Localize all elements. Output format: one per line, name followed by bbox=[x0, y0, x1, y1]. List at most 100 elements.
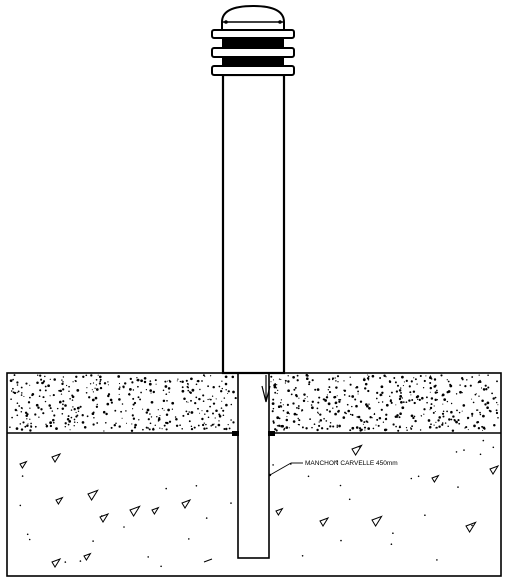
concrete-speck bbox=[305, 377, 309, 381]
concrete-speck bbox=[30, 424, 32, 426]
concrete-speck bbox=[419, 374, 422, 378]
concrete-speck bbox=[223, 428, 226, 430]
concrete-speck bbox=[311, 379, 314, 382]
concrete-speck bbox=[393, 377, 396, 379]
soil-grain bbox=[482, 439, 485, 442]
concrete-speck bbox=[277, 405, 281, 409]
concrete-speck bbox=[452, 415, 455, 418]
concrete-speck bbox=[44, 400, 47, 403]
concrete-speck bbox=[9, 379, 13, 383]
concrete-speck bbox=[385, 428, 388, 431]
concrete-speck bbox=[332, 407, 334, 409]
concrete-speck bbox=[364, 382, 368, 386]
concrete-speck bbox=[44, 389, 47, 392]
concrete-speck bbox=[271, 410, 274, 413]
concrete-speck bbox=[354, 398, 357, 401]
concrete-speck bbox=[218, 385, 221, 388]
concrete-speck bbox=[212, 412, 214, 415]
concrete-speck bbox=[274, 428, 277, 431]
concrete-speck bbox=[351, 395, 355, 398]
concrete-speck bbox=[436, 391, 439, 394]
bollard-shaft bbox=[221, 73, 286, 375]
concrete-speck bbox=[478, 395, 480, 397]
concrete-speck bbox=[165, 428, 168, 431]
concrete-speck bbox=[280, 405, 282, 407]
concrete-speck bbox=[109, 398, 113, 402]
concrete-speck bbox=[423, 408, 426, 411]
concrete-speck bbox=[476, 409, 478, 411]
concrete-speck bbox=[201, 417, 204, 421]
concrete-speck bbox=[363, 421, 366, 424]
concrete-speck bbox=[420, 415, 423, 417]
concrete-speck bbox=[227, 390, 230, 393]
concrete-speck bbox=[162, 399, 166, 403]
concrete-speck bbox=[379, 393, 383, 397]
concrete-speck bbox=[329, 425, 332, 428]
concrete-speck bbox=[405, 379, 408, 382]
concrete-speck bbox=[207, 416, 210, 419]
concrete-speck bbox=[414, 419, 417, 423]
concrete-speck bbox=[16, 384, 19, 386]
concrete-speck bbox=[461, 392, 463, 394]
concrete-speck bbox=[82, 375, 85, 378]
concrete-speck bbox=[349, 429, 352, 432]
concrete-speck bbox=[53, 414, 56, 417]
soil-grain bbox=[417, 475, 420, 478]
concrete-speck bbox=[187, 401, 189, 403]
concrete-speck bbox=[223, 397, 226, 399]
concrete-speck bbox=[442, 410, 445, 412]
concrete-speck bbox=[328, 386, 331, 389]
soil-stone bbox=[465, 521, 477, 533]
sleeve-tube bbox=[237, 372, 270, 559]
concrete-speck bbox=[435, 421, 437, 423]
concrete-speck bbox=[154, 424, 156, 426]
concrete-speck bbox=[482, 426, 486, 430]
concrete-speck bbox=[11, 416, 13, 419]
concrete-speck bbox=[400, 400, 403, 404]
soil-stone bbox=[275, 507, 284, 516]
callout-leader-dot bbox=[268, 473, 272, 477]
concrete-speck bbox=[497, 404, 499, 406]
concrete-speck bbox=[16, 381, 19, 384]
concrete-speck bbox=[68, 385, 70, 388]
soil-grain bbox=[336, 460, 338, 462]
concrete-speck bbox=[458, 411, 461, 414]
concrete-speck bbox=[276, 416, 280, 420]
concrete-speck bbox=[106, 402, 110, 406]
concrete-speck bbox=[298, 423, 300, 426]
concrete-speck bbox=[402, 401, 405, 403]
soil-grain bbox=[390, 543, 393, 545]
concrete-speck bbox=[357, 393, 359, 395]
concrete-speck bbox=[336, 426, 339, 428]
concrete-speck bbox=[324, 399, 327, 402]
concrete-speck bbox=[21, 408, 23, 410]
concrete-speck bbox=[163, 424, 166, 427]
concrete-speck bbox=[399, 412, 402, 415]
concrete-speck bbox=[335, 380, 337, 382]
concrete-speck bbox=[147, 427, 150, 429]
concrete-speck bbox=[400, 391, 402, 394]
soil-grain bbox=[358, 446, 361, 448]
concrete-speck bbox=[396, 416, 398, 418]
concrete-speck bbox=[49, 378, 51, 381]
concrete-speck bbox=[336, 395, 338, 397]
soil-stone bbox=[489, 465, 500, 475]
concrete-speck bbox=[496, 401, 498, 404]
concrete-speck bbox=[71, 394, 74, 397]
concrete-speck bbox=[477, 409, 479, 411]
concrete-speck bbox=[76, 422, 78, 424]
concrete-speck bbox=[197, 407, 199, 410]
concrete-speck bbox=[91, 412, 95, 416]
concrete-speck bbox=[186, 382, 189, 385]
concrete-speck bbox=[45, 423, 47, 426]
concrete-speck bbox=[301, 410, 303, 412]
concrete-speck bbox=[156, 416, 158, 418]
concrete-speck bbox=[328, 410, 332, 413]
concrete-speck bbox=[29, 429, 32, 432]
concrete-speck bbox=[145, 411, 148, 414]
concrete-speck bbox=[14, 408, 17, 412]
soil-stone bbox=[319, 517, 330, 527]
concrete-speck bbox=[83, 426, 87, 429]
concrete-speck bbox=[99, 380, 101, 382]
concrete-speck bbox=[166, 399, 168, 402]
